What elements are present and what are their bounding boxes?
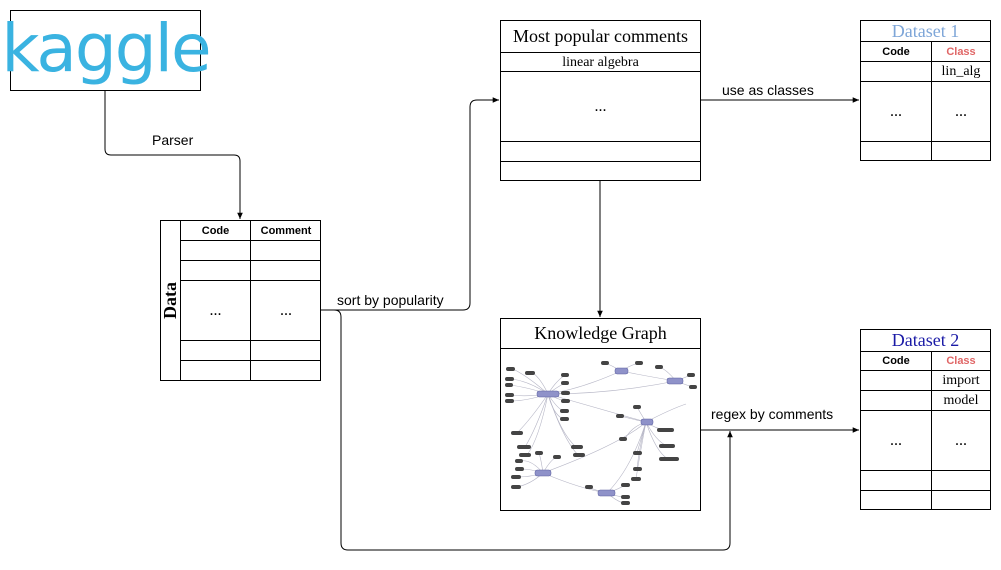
- knowledge-graph-image: [505, 361, 697, 505]
- knowledge-graph-box: Knowledge Graph: [500, 318, 701, 511]
- dataset1-title: Dataset 1: [891, 20, 960, 41]
- popular-ellipsis: ...: [594, 97, 607, 115]
- dataset2-header-code: Code: [882, 355, 910, 367]
- edge-sort-by-popularity: [321, 97, 499, 311]
- data-table: Data Code Comment ... ...: [160, 220, 321, 381]
- knowledge-graph-title: Knowledge Graph: [534, 323, 667, 343]
- dataset2-table: Dataset 2 Code Class import model ... ..…: [860, 329, 991, 510]
- data-ellipsis-code: ...: [209, 301, 222, 319]
- dataset1-header-class: Class: [946, 45, 976, 58]
- dataset1-table: Dataset 1 Code Class lin_alg ... ...: [860, 20, 991, 161]
- data-header-comment: Comment: [260, 224, 312, 237]
- label-use-as-classes: use as classes: [722, 82, 814, 98]
- popular-comments-table: Most popular comments linear algebra ...: [500, 20, 701, 181]
- dataset2-class-model: model: [943, 392, 979, 408]
- kaggle-logo: kaggle: [1, 10, 211, 87]
- dataset1-ellipsis-code: ...: [890, 102, 902, 120]
- dataset1-ellipsis-class: ...: [955, 102, 967, 120]
- dataset2-ellipsis-code: ...: [890, 431, 902, 449]
- popular-title: Most popular comments: [513, 26, 688, 46]
- data-header-code: Code: [201, 224, 230, 237]
- edge-parser: [104, 91, 243, 219]
- dataset2-ellipsis-class: ...: [955, 431, 967, 449]
- label-sort-by-popularity: sort by popularity: [335, 292, 446, 308]
- data-side-label: Data: [160, 282, 180, 319]
- label-regex-by-comments: regex by comments: [711, 406, 834, 422]
- dataset2-title: Dataset 2: [891, 330, 960, 350]
- data-side-label-cell: Data: [160, 221, 180, 380]
- kaggle-logo-box: kaggle: [1, 10, 212, 91]
- dataset1-class-lin-alg: lin_alg: [941, 63, 981, 79]
- dataset2-header-class: Class: [946, 355, 976, 367]
- dataset1-header-code: Code: [882, 45, 910, 58]
- edge-regex-by-comments: [321, 309, 733, 551]
- dataset2-class-import: import: [942, 372, 980, 388]
- popular-row-linear-algebra: linear algebra: [562, 54, 639, 70]
- label-parser: Parser: [152, 132, 194, 148]
- data-ellipsis-comment: ...: [280, 301, 292, 319]
